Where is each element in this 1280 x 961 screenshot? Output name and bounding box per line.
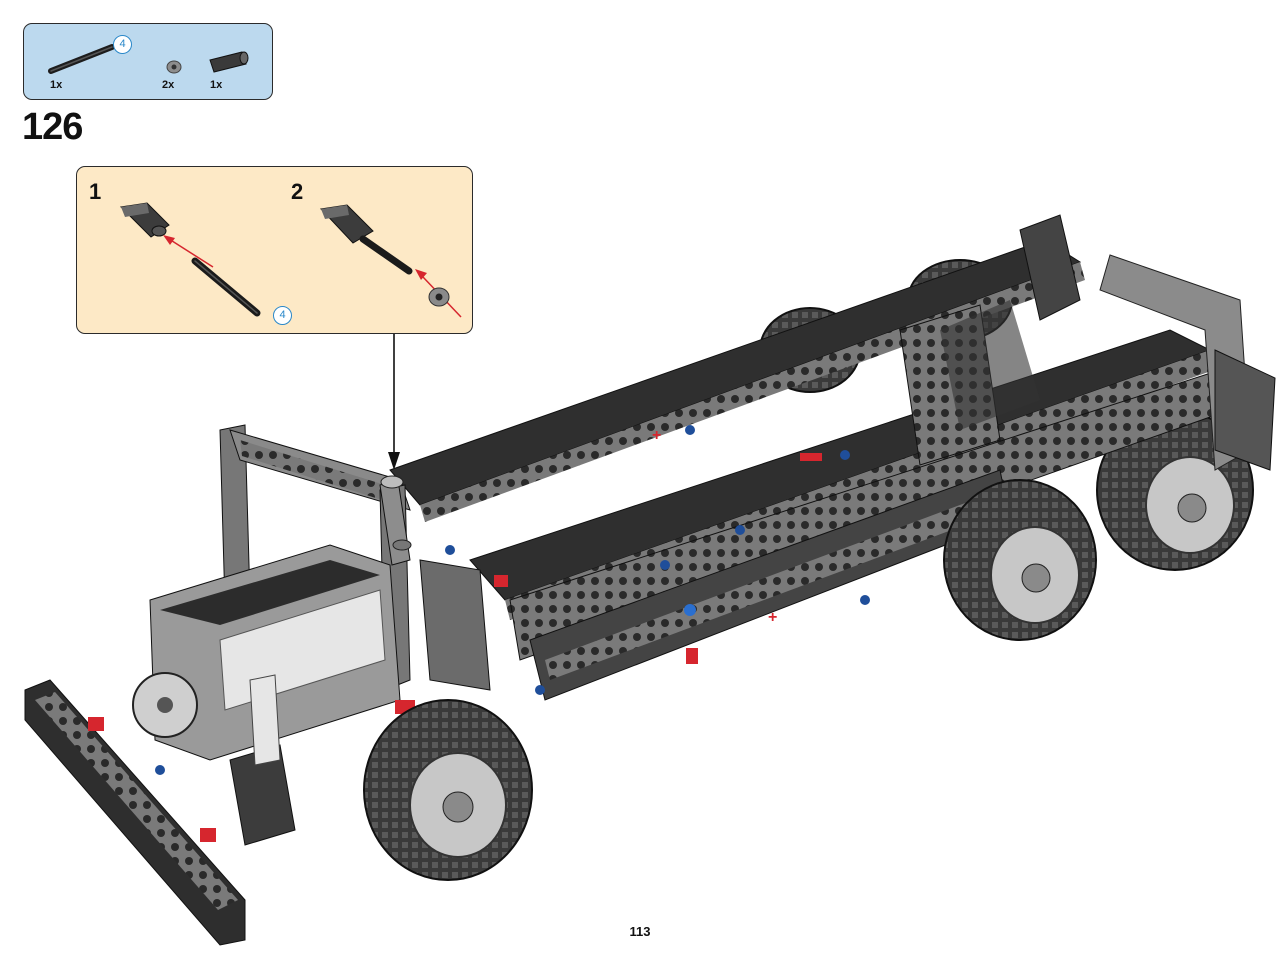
front-bumper [24, 679, 246, 946]
pin-accents: + + [155, 425, 870, 775]
sub-step-1-number: 1 [89, 179, 102, 204]
sub-assembly-art [119, 202, 462, 318]
parts-callout: 4 1x 2x 1x [23, 23, 273, 100]
wheel-icon [363, 699, 533, 881]
sub-axle-length-badge: 4 [273, 306, 292, 325]
sub-step-2-number: 2 [291, 179, 304, 204]
page-number: 113 [629, 924, 651, 939]
axle-icon [359, 235, 413, 275]
bush-qty: 2x [162, 79, 175, 91]
svg-text:+: + [652, 427, 661, 444]
axle-connector-qty: 1x [210, 79, 223, 91]
wheel-icon [943, 479, 1097, 641]
axle-connector-icon [209, 51, 249, 73]
parts-callout-art [48, 44, 249, 74]
bush-icon [166, 60, 182, 74]
axle-length-badge: 4 [113, 35, 132, 54]
added-axle-assembly [379, 475, 412, 566]
rear-crossmember [1019, 214, 1276, 471]
axle-connector-icon [119, 202, 170, 238]
sub-assembly-callout: 1 2 4 [76, 166, 473, 334]
steering-link [88, 674, 415, 846]
svg-text:+: + [768, 609, 777, 626]
axle-qty: 1x [50, 79, 63, 91]
axle-icon [48, 44, 115, 74]
step-number: 126 [22, 106, 83, 148]
bush-icon [428, 287, 450, 307]
axle-connector-icon [319, 204, 374, 244]
axle-icon [191, 257, 261, 317]
engine-block [132, 544, 401, 761]
placement-arrow [388, 334, 400, 470]
cross-beam [899, 300, 1040, 466]
